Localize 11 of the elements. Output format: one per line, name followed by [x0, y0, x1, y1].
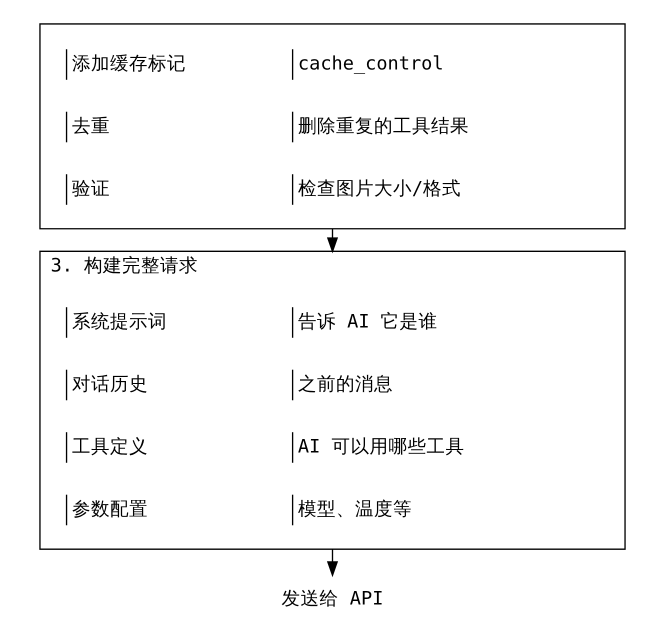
node-text: 验证 检查图片大小/格式 — [71, 178, 461, 200]
node-text: 工具定义 AI 可以用哪些工具 — [71, 436, 464, 458]
node-text: 发送给 API — [281, 588, 383, 610]
node-text: 参数配置 模型、温度等 — [71, 498, 412, 520]
arrow — [326, 549, 338, 578]
arrow — [326, 228, 338, 254]
node-text: 对话历史 之前的消息 — [71, 374, 392, 395]
node-text: 添加缓存标记 cache_control — [71, 53, 444, 74]
node-text: 系统提示词 告诉 AI 它是谁 — [71, 311, 438, 332]
cluster — [38, 23, 626, 230]
node-text: 去重 删除重复的工具结果 — [71, 116, 468, 137]
